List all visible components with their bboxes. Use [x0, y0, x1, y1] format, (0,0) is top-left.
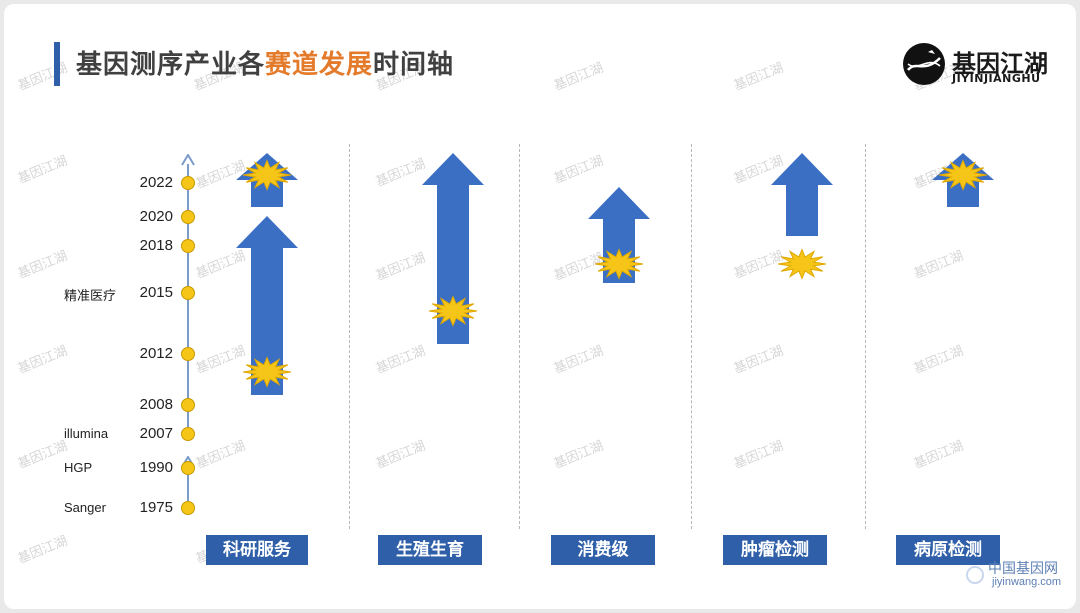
footer-site-name: 中国基因网 [988, 561, 1058, 577]
timeline-year: 2020 [139, 208, 173, 225]
timeline-event-label: illumina [64, 426, 109, 441]
column-divider [349, 144, 350, 529]
timeline-dot [181, 461, 195, 475]
brand-logo-icon [903, 43, 945, 85]
breakthrough-burst-icon [594, 248, 644, 280]
track-period-arrow [422, 153, 484, 344]
footer-logo-icon [966, 566, 984, 584]
timeline-dot [181, 176, 195, 190]
column-divider [519, 144, 520, 529]
brand-name-cn: 基因江湖 [952, 50, 1048, 78]
breakthrough-burst-icon [938, 159, 988, 191]
footer-site-url: jiyinwang.com [992, 576, 1062, 588]
timeline-dot [181, 398, 195, 412]
timeline-dot [181, 286, 195, 300]
title-suffix: 时间轴 [373, 50, 455, 80]
timeline-dot [181, 427, 195, 441]
breakthrough-burst-icon [242, 159, 292, 191]
timeline-year: 2022 [139, 174, 173, 191]
timeline-year: 2015 [139, 284, 173, 301]
timeline-dot [181, 210, 195, 224]
breakthrough-burst-icon [242, 356, 292, 388]
timeline-axis-upper [187, 164, 189, 436]
slide: 基因江湖基因江湖基因江湖基因江湖基因江湖基因江湖基因江湖基因江湖基因江湖基因江湖… [4, 4, 1076, 609]
timeline-dot [181, 239, 195, 253]
timeline-arrowhead-icon [181, 154, 195, 166]
brand-name-en: JIYINJIANGHU [952, 72, 1041, 85]
timeline-year: 1975 [139, 499, 173, 516]
timeline-year: 2008 [139, 396, 173, 413]
timeline-year: 2007 [139, 425, 173, 442]
category-label-2: 生殖生育 [378, 535, 482, 565]
timeline-dot [181, 501, 195, 515]
category-label-5: 病原检测 [896, 535, 1000, 565]
title-prefix: 基因测序产业各 [76, 50, 266, 80]
timeline-year: 1990 [139, 459, 173, 476]
column-divider [691, 144, 692, 529]
track-period-arrow [236, 216, 298, 395]
category-label-4: 肿瘤检测 [723, 535, 827, 565]
breakthrough-burst-icon [777, 248, 827, 280]
timeline-event-label: HGP [64, 460, 93, 475]
title-highlight: 赛道发展 [265, 50, 374, 80]
title-accent-bar [54, 42, 60, 86]
breakthrough-burst-icon [428, 295, 478, 327]
timeline-event-label: Sanger [64, 500, 106, 515]
track-period-arrow [771, 153, 833, 236]
track-arrows-canvas [236, 153, 994, 395]
category-label-3: 消费级 [551, 535, 655, 565]
timeline-event-label: 精准医疗 [64, 288, 117, 303]
timeline-year: 2012 [139, 345, 173, 362]
page-title: 基因测序产业各赛道发展时间轴 [76, 44, 454, 81]
timeline-year: 2018 [139, 237, 173, 254]
column-divider [865, 144, 866, 529]
timeline-axis-lower [187, 466, 189, 510]
timeline-dot [181, 347, 195, 361]
category-label-1: 科研服务 [206, 535, 308, 565]
